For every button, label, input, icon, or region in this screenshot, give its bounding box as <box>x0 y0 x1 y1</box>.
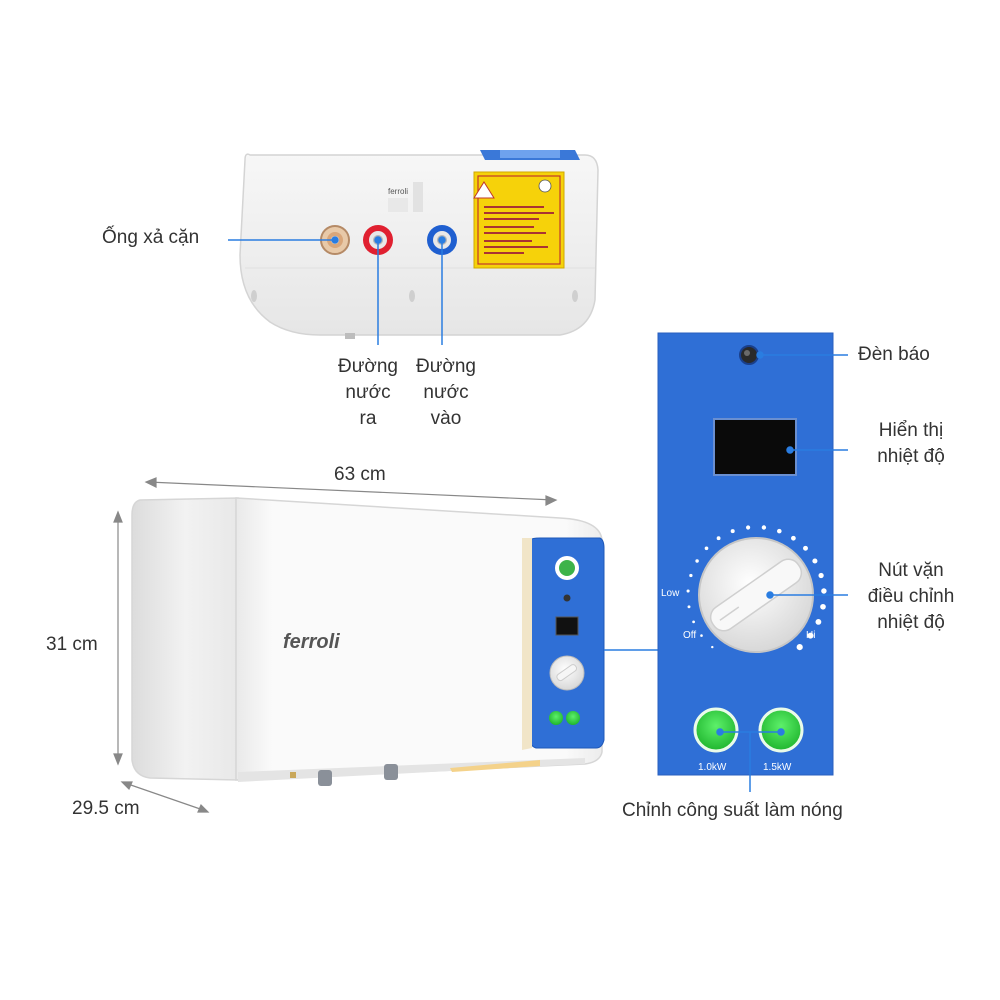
height-dimension-label: 31 cm <box>46 634 98 655</box>
water-in-line-1: Đường <box>415 356 477 377</box>
temp-knob-line-1: Nút vặn <box>878 560 944 581</box>
knob-scale-dot <box>687 605 691 609</box>
knob-hi-label: Hi <box>806 630 815 641</box>
indicator-light-label: Đèn báo <box>858 344 930 365</box>
knob-scale-dot <box>716 536 721 541</box>
power-select-label: Chỉnh công suất làm nóng <box>622 800 843 821</box>
control-panel-zoom <box>657 332 834 776</box>
knob-scale-dot <box>815 618 822 625</box>
water-in-label: Đường nước vào <box>406 354 486 432</box>
power-button-1[interactable] <box>693 707 739 753</box>
knob-scale-dot <box>820 603 826 610</box>
brand-logo: ferroli <box>283 631 340 653</box>
knob-scale-dot <box>807 632 814 639</box>
depth-dimension-label: 29.5 cm <box>72 798 140 819</box>
knob-scale-dot <box>821 588 827 594</box>
knob-scale-dot <box>686 589 690 593</box>
temp-display-label: Hiển thị nhiệt độ <box>848 418 974 470</box>
power-label-1: 1.0kW <box>698 762 727 773</box>
water-in-line-2: nước <box>423 382 469 403</box>
knob-scale-dot <box>761 525 767 530</box>
knob-scale-dot <box>812 558 818 564</box>
temperature-display <box>713 418 797 476</box>
knob-scale-dot <box>704 546 709 551</box>
temp-knob-line-3: nhiệt độ <box>877 612 945 633</box>
knob-scale-dot <box>695 559 699 563</box>
top-heater-body: ferroli <box>239 150 599 339</box>
knob-scale-dot <box>818 572 824 579</box>
temp-display-line-2: nhiệt độ <box>877 446 945 467</box>
water-in-line-3: vào <box>430 408 462 429</box>
temp-knob-label: Nút vặn điều chỉnh nhiệt độ <box>848 558 974 636</box>
knob-scale-dot <box>777 528 782 534</box>
knob-scale-dot <box>746 525 751 530</box>
water-out-line-1: Đường <box>337 356 399 377</box>
knob-scale-dot <box>689 573 693 578</box>
knob-scale-dot <box>796 644 803 651</box>
temp-knob-line-2: điều chỉnh <box>867 586 955 607</box>
knob-off-label: Off <box>683 630 696 641</box>
knob-low-label: Low <box>661 588 680 599</box>
dimension-arrows <box>113 477 558 813</box>
temp-display-line-1: Hiển thị <box>878 420 944 441</box>
knob-scale-dot <box>700 634 703 637</box>
svg-text:ferroli: ferroli <box>388 187 408 196</box>
water-out-label: Đường nước ra <box>328 354 408 432</box>
main-heater-body <box>131 497 605 786</box>
knob-scale-dot <box>791 535 796 541</box>
width-dimension-label: 63 cm <box>334 464 386 485</box>
power-label-2: 1.5kW <box>763 762 792 773</box>
drain-pipe-label: Ống xả cặn <box>102 227 200 248</box>
water-out-line-2: nước <box>345 382 391 403</box>
knob-scale-dot <box>692 620 695 624</box>
knob-scale-dot <box>730 529 735 534</box>
knob-scale-dot <box>803 545 808 551</box>
knob-scale-dot <box>711 645 714 649</box>
water-out-line-3: ra <box>359 408 377 429</box>
